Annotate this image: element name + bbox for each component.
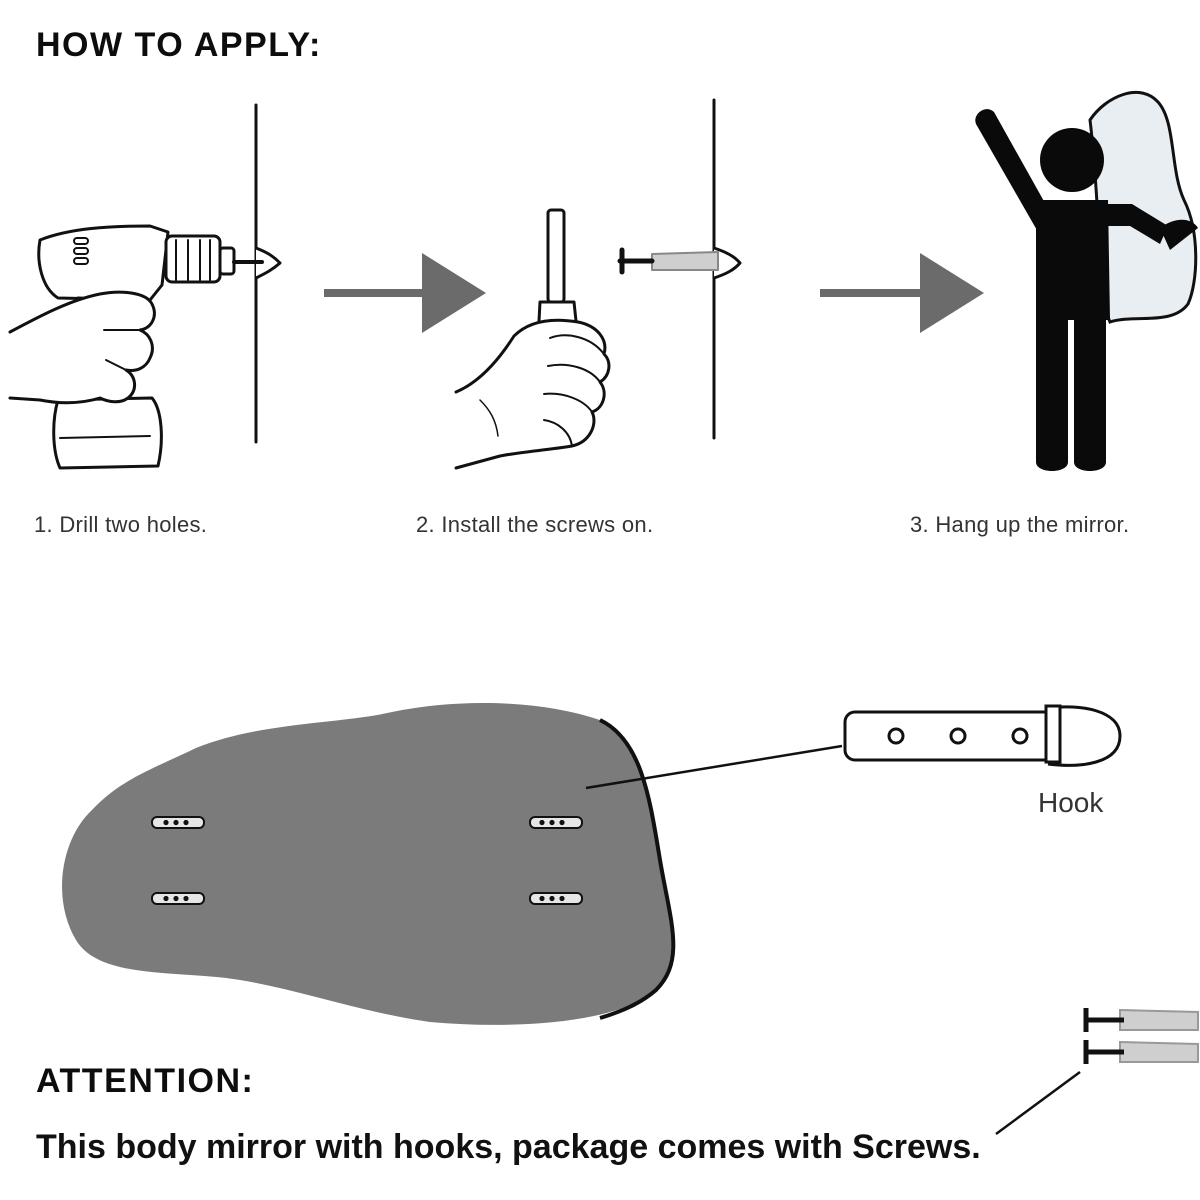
screw-anchor [1083, 1040, 1199, 1064]
screw-anchor [1083, 1008, 1199, 1032]
mirror-back-shape [62, 702, 674, 1025]
attention-note: This body mirror with hooks, package com… [36, 1128, 981, 1166]
screws-icon [995, 1008, 1199, 1136]
screwdriver-icon [454, 98, 742, 470]
how-to-apply-heading: HOW TO APPLY: [36, 26, 322, 64]
attention-heading: ATTENTION: [36, 1062, 255, 1100]
hook-leader-line [585, 744, 843, 790]
back-hook [151, 892, 205, 905]
back-hook [151, 816, 205, 829]
back-hook [529, 892, 583, 905]
back-hook [529, 816, 583, 829]
screws-leader-line [995, 1070, 1081, 1136]
person-leg-right [1074, 310, 1106, 471]
hook-detail-icon [843, 704, 1122, 767]
mirror-back-edge [599, 718, 676, 1020]
back-hooks [151, 816, 583, 905]
person-leg-left [1036, 310, 1068, 471]
person-arm-up [975, 109, 1050, 232]
step-2-caption: 2. Install the screws on. [416, 512, 654, 537]
mirror-back-illustration [62, 702, 843, 1025]
step-3-caption: 3. Hang up the mirror. [910, 512, 1130, 537]
person-torso [1036, 200, 1110, 320]
person-head [1040, 128, 1104, 192]
step-1-caption: 1. Drill two holes. [34, 512, 208, 537]
drill-icon [8, 103, 282, 470]
person-hand [1160, 219, 1198, 250]
person-arm-side [1100, 204, 1168, 244]
person-hanging-mirror-icon [975, 91, 1198, 471]
hook-label: Hook [1038, 787, 1104, 818]
